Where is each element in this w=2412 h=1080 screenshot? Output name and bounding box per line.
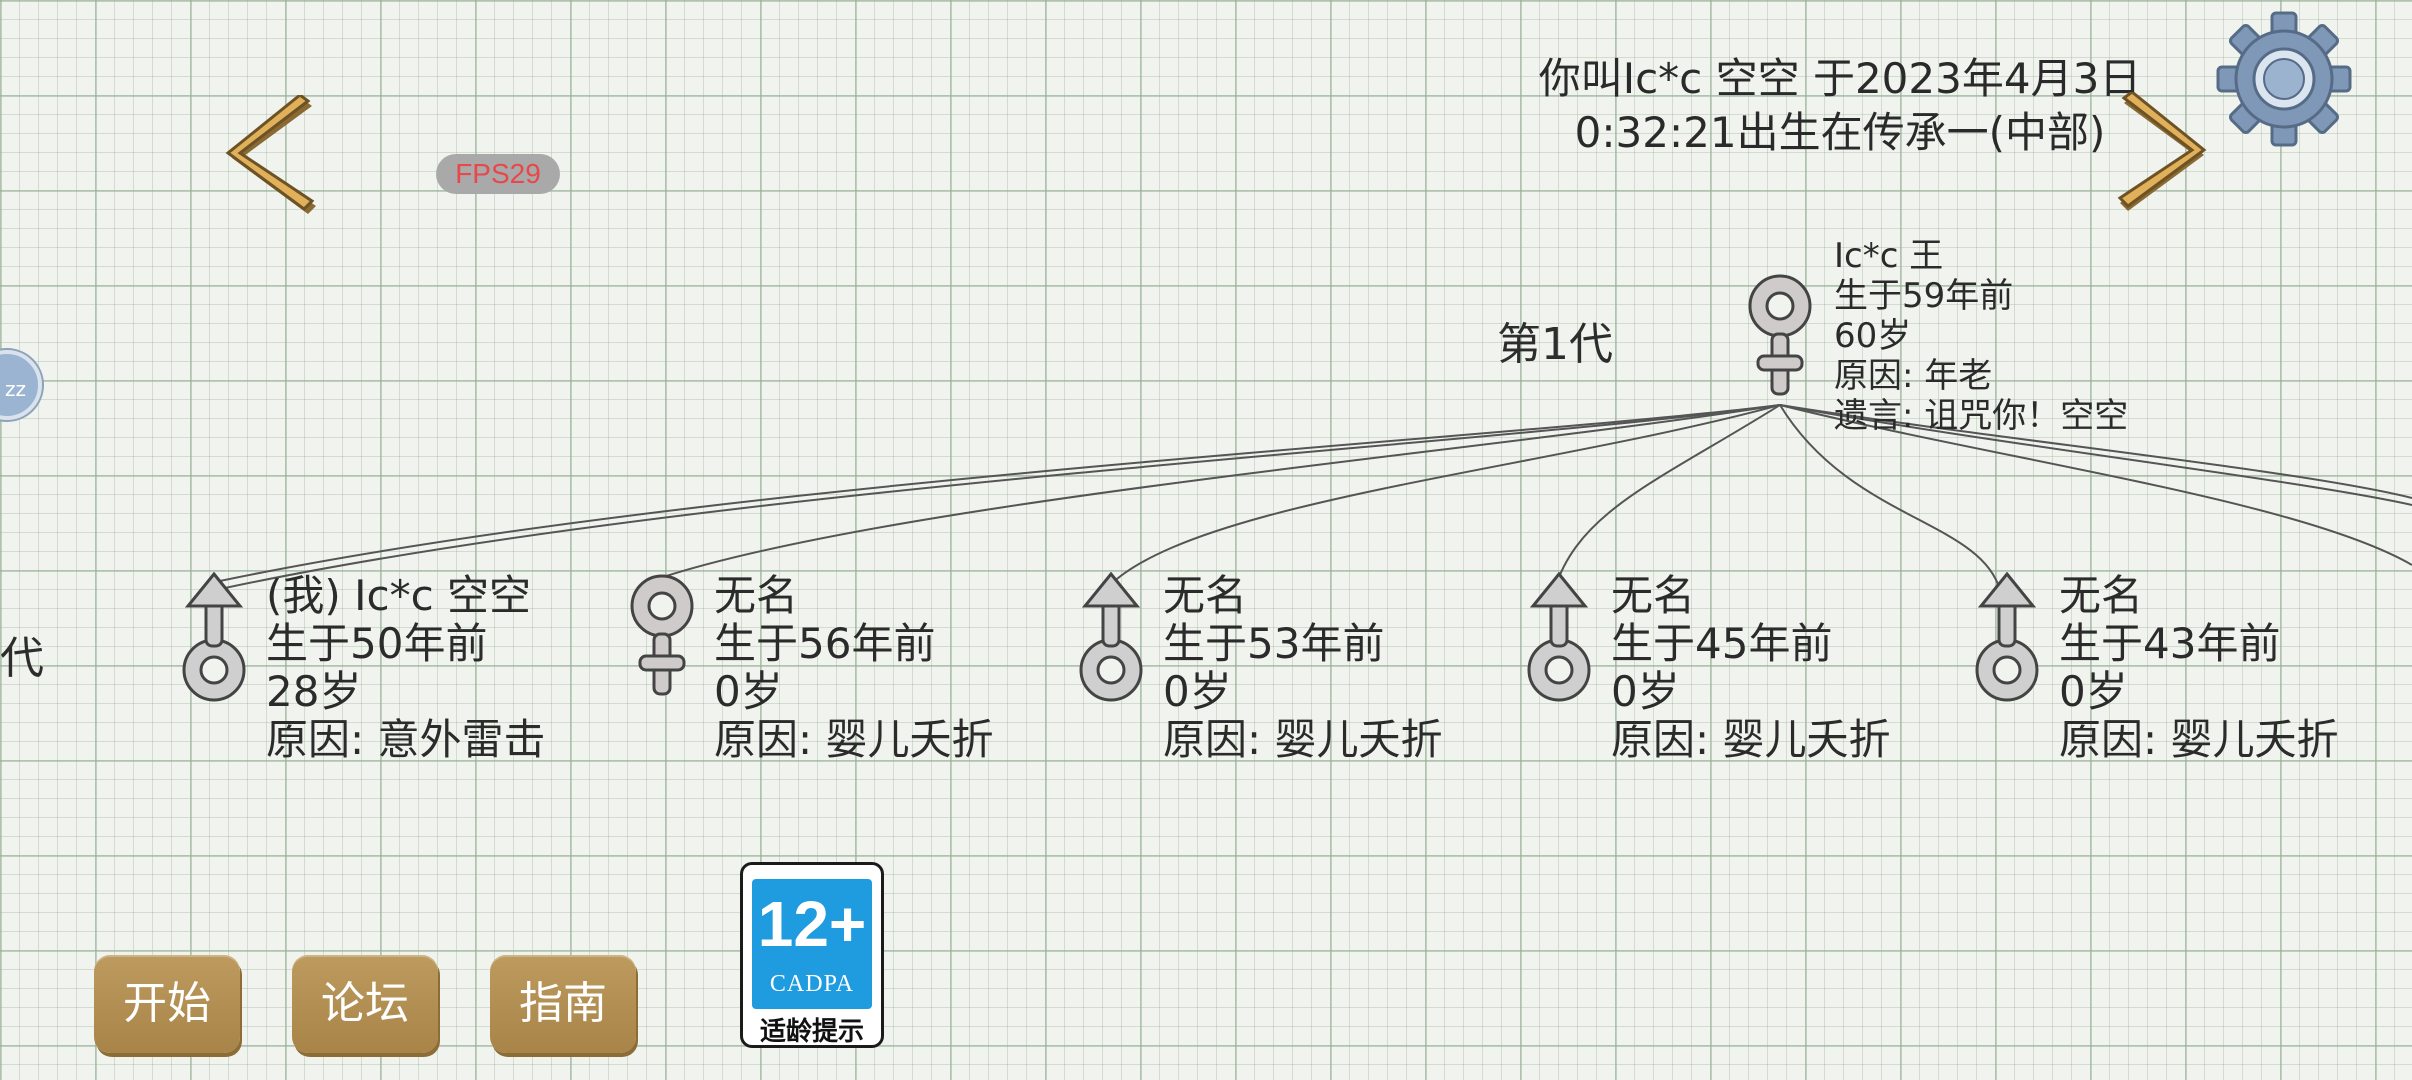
member-death-cause: 原因: 婴儿夭折 xyxy=(2059,715,2339,764)
member-name: 无名 xyxy=(1611,571,1696,620)
member-age: 0岁 xyxy=(1163,667,1232,716)
age-rating-badge[interactable]: 12+ CADPA 适龄提示 xyxy=(740,862,884,1048)
member-age: 0岁 xyxy=(714,667,783,716)
member-born: 生于59年前 xyxy=(1834,276,2014,316)
member-age: 28岁 xyxy=(266,667,362,716)
member-age: 60岁 xyxy=(1834,316,1912,356)
settings-button[interactable] xyxy=(2215,10,2353,148)
member-born: 生于53年前 xyxy=(1163,619,1385,668)
member-born: 生于43年前 xyxy=(2059,619,2281,668)
member-death-cause: 原因: 婴儿夭折 xyxy=(1611,715,1891,764)
generation-label: 第1代 xyxy=(1497,319,1613,370)
member-name: Ic*c 王 xyxy=(1834,236,1944,276)
birth-info-line2: 0:32:21出生在传承一(中部) xyxy=(1574,108,2106,157)
male-symbol-icon xyxy=(1079,572,1143,702)
age-rating-org: CADPA xyxy=(769,971,855,997)
birth-info: 你叫Ic*c 空空 于2023年4月3日 0:32:21出生在传承一(中部) xyxy=(1440,52,2240,160)
generation-label-partial: 代 xyxy=(0,633,44,684)
member-name: 无名 xyxy=(714,571,799,620)
guide-button[interactable]: 指南 xyxy=(490,955,636,1053)
child-info: 无名 生于56年前 0岁 原因: 婴儿夭折 xyxy=(714,572,994,764)
child-info: 无名 生于53年前 0岁 原因: 婴儿夭折 xyxy=(1163,572,1443,764)
sleep-icon: zz xyxy=(5,377,26,401)
male-symbol-icon xyxy=(182,572,246,702)
birth-info-line1: 你叫Ic*c 空空 于2023年4月3日 xyxy=(1538,54,2142,103)
age-rating-number: 12+ xyxy=(757,888,867,960)
member-death-cause: 原因: 婴儿夭折 xyxy=(1163,715,1443,764)
female-symbol-icon xyxy=(630,574,694,696)
female-symbol-icon xyxy=(1748,274,1812,396)
member-born: 生于56年前 xyxy=(714,619,936,668)
child-info: 无名 生于43年前 0岁 原因: 婴儿夭折 xyxy=(2059,572,2339,764)
ancestor-info: Ic*c 王 生于59年前 60岁 原因: 年老 遗言: 诅咒你！空空 xyxy=(1834,236,2128,436)
member-born: 生于45年前 xyxy=(1611,619,1833,668)
member-last-words: 遗言: 诅咒你！空空 xyxy=(1834,396,2129,436)
start-button[interactable]: 开始 xyxy=(94,955,240,1053)
age-rating-panel: 12+ CADPA xyxy=(752,879,872,1009)
member-death-cause: 原因: 婴儿夭折 xyxy=(714,715,994,764)
member-age: 0岁 xyxy=(1611,667,1680,716)
gear-icon xyxy=(2216,11,2352,147)
chevron-left-icon xyxy=(225,93,316,214)
child-info: 无名 生于45年前 0岁 原因: 婴儿夭折 xyxy=(1611,572,1891,764)
member-death-cause: 原因: 年老 xyxy=(1834,356,1993,396)
next-page-button[interactable] xyxy=(2100,90,2210,212)
fps-counter: FPS29 xyxy=(436,154,560,194)
member-age: 0岁 xyxy=(2059,667,2128,716)
member-name: 无名 xyxy=(2059,571,2144,620)
forum-button[interactable]: 论坛 xyxy=(292,955,438,1053)
member-name: 无名 xyxy=(1163,571,1248,620)
prev-page-button[interactable] xyxy=(222,93,332,215)
male-symbol-icon xyxy=(1975,572,2039,702)
member-name: (我) Ic*c 空空 xyxy=(266,571,532,620)
member-death-cause: 原因: 意外雷击 xyxy=(266,715,546,764)
chevron-right-icon xyxy=(2117,90,2207,211)
male-symbol-icon xyxy=(1527,572,1591,702)
member-born: 生于50年前 xyxy=(266,619,488,668)
age-rating-tip: 适龄提示 xyxy=(759,1017,864,1047)
child-info: (我) Ic*c 空空 生于50年前 28岁 原因: 意外雷击 xyxy=(266,572,546,764)
